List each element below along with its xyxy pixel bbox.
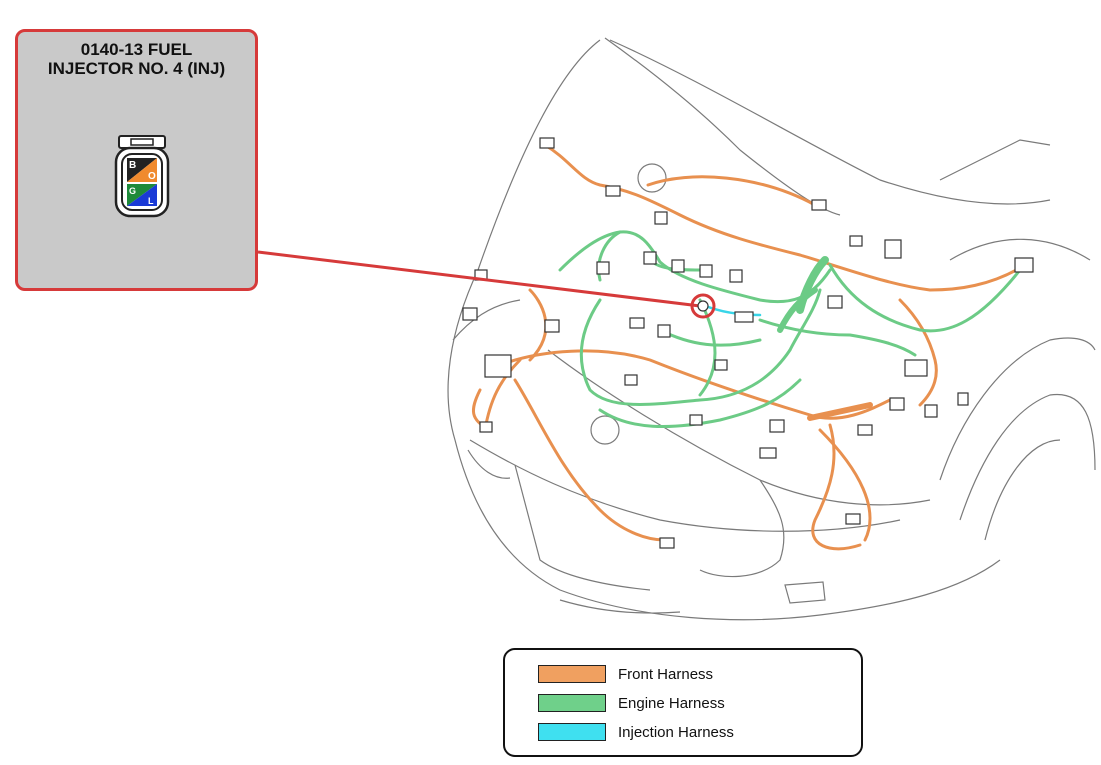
- legend-item-front-harness: Front Harness: [538, 664, 713, 684]
- pin-l-segment: [127, 184, 157, 206]
- connector-callout-panel: 0140-13 FUEL INJECTOR NO. 4 (INJ) B O G …: [15, 29, 258, 291]
- harness-legend: Front Harness Engine Harness Injection H…: [503, 648, 863, 757]
- injector-4-connector: [697, 300, 709, 312]
- legend-label-injection-harness: Injection Harness: [618, 723, 734, 741]
- engine-harness-wires: [558, 230, 1022, 429]
- engine-harness-swatch: [538, 694, 606, 712]
- vehicle-outline: [447, 37, 1096, 621]
- callout-title-line-1: 0140-13 FUEL: [80, 40, 193, 59]
- legend-label-front-harness: Front Harness: [618, 665, 714, 683]
- callout-title-line-2: INJECTOR NO. 4 (INJ): [47, 59, 226, 78]
- legend-item-engine-harness: Engine Harness: [538, 693, 725, 713]
- pin-o-segment: [127, 158, 157, 182]
- connector-blocks: [462, 137, 1034, 549]
- pin-l-label: L: [148, 196, 154, 206]
- injector-4-location-marker[interactable]: [690, 293, 716, 319]
- connector-callout-title: 0140-13 FUEL INJECTOR NO. 4 (INJ): [18, 40, 255, 78]
- injection-harness-swatch: [538, 723, 606, 741]
- pin-b-label: B: [129, 160, 136, 171]
- callout-leader-line: [257, 250, 701, 308]
- front-harness-wires: [471, 143, 1022, 551]
- pin-g-label: G: [129, 186, 136, 196]
- legend-item-injection-harness: Injection Harness: [538, 722, 734, 742]
- legend-label-engine-harness: Engine Harness: [618, 694, 725, 712]
- front-harness-swatch: [538, 665, 606, 683]
- injector-connector-icon: B O G L: [114, 135, 170, 218]
- pin-o-label: O: [148, 171, 156, 182]
